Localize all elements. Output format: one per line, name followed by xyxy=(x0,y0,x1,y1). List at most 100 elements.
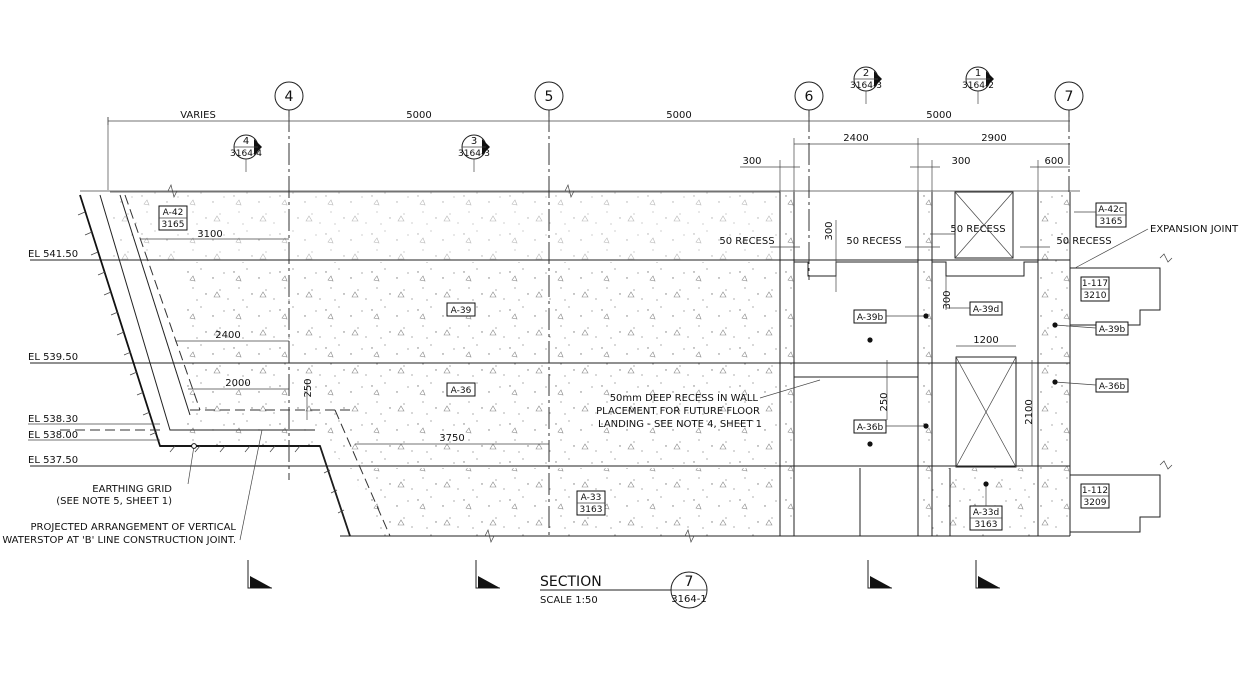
svg-text:3164-4: 3164-4 xyxy=(230,149,262,159)
detail-marker-1: 1 3164-2 xyxy=(962,66,994,104)
detail-marker-4: 4 3164-4 xyxy=(230,134,262,172)
grid-bubble-7: 7 xyxy=(1054,81,1084,111)
tag-a39d: A-39d xyxy=(946,301,1003,316)
section-scale: SCALE 1:50 xyxy=(540,595,598,606)
svg-text:1-112: 1-112 xyxy=(1082,486,1108,496)
elevation-538-00: EL 538.00 xyxy=(28,430,78,441)
svg-text:7: 7 xyxy=(1065,89,1074,105)
tag-a42c: A-42c 3165 xyxy=(1074,202,1127,228)
elevation-leaders xyxy=(28,423,160,441)
grid-bubble-5: 5 xyxy=(534,81,564,111)
concrete-zones xyxy=(110,192,1070,536)
opening-door-crossed xyxy=(955,356,1017,468)
elevation-538-30: EL 538.30 xyxy=(28,414,78,425)
waterstop-note: PROJECTED ARRANGEMENT OF VERTICAL WATERS… xyxy=(2,429,263,546)
opening-top-crossed xyxy=(954,191,1014,259)
svg-text:3210: 3210 xyxy=(1084,291,1107,301)
recess-label-3: 50 RECESS xyxy=(950,224,1005,235)
svg-text:WATERSTOP AT 'B' LINE CONSTRUC: WATERSTOP AT 'B' LINE CONSTRUCTION JOINT… xyxy=(2,535,236,546)
svg-text:(SEE NOTE 5, SHEET 1): (SEE NOTE 5, SHEET 1) xyxy=(56,496,172,507)
svg-text:EXPANSION JOINT: EXPANSION JOINT xyxy=(1150,224,1239,235)
section-number: 7 xyxy=(685,574,694,590)
svg-text:3164-3: 3164-3 xyxy=(458,149,490,159)
svg-text:A-36b: A-36b xyxy=(857,423,884,433)
tag-a33d: A-33d 3163 xyxy=(969,481,1003,531)
dim-300-v: 300 xyxy=(824,221,835,240)
svg-text:3209: 3209 xyxy=(1084,498,1107,508)
dim-varies: VARIES xyxy=(180,110,216,121)
dim-2400-top: 2400 xyxy=(843,133,868,144)
svg-text:PROJECTED ARRANGEMENT OF VERTI: PROJECTED ARRANGEMENT OF VERTICAL xyxy=(31,522,237,533)
recess-note: 50mm DEEP RECESS IN WALL PLACEMENT FOR F… xyxy=(596,379,821,430)
dim-5000-a: 5000 xyxy=(406,110,431,121)
svg-text:LANDING - SEE NOTE 4, SHEET 1: LANDING - SEE NOTE 4, SHEET 1 xyxy=(598,419,762,430)
dim-2900: 2900 xyxy=(981,133,1006,144)
recess-label-4: 50 RECESS xyxy=(1056,236,1111,247)
svg-text:5: 5 xyxy=(545,89,554,105)
recess-label-2: 50 RECESS xyxy=(846,236,901,247)
dim-5000-b: 5000 xyxy=(666,110,691,121)
svg-text:EARTHING GRID: EARTHING GRID xyxy=(92,484,172,495)
elevation-537-50: EL 537.50 xyxy=(28,455,78,466)
svg-text:A-39d: A-39d xyxy=(973,305,999,315)
svg-text:A-39: A-39 xyxy=(451,306,472,316)
interior-dims xyxy=(140,220,1033,466)
grid-bubble-4: 4 xyxy=(274,81,304,111)
dim-3100: 3100 xyxy=(197,229,222,240)
dim-300-b: 300 xyxy=(951,156,970,167)
tag-a33: A-33 3163 xyxy=(576,490,606,516)
svg-text:1: 1 xyxy=(975,68,981,79)
tag-a36: A-36 xyxy=(446,382,476,397)
svg-text:A-39b: A-39b xyxy=(857,313,884,323)
svg-text:3164-2: 3164-2 xyxy=(962,81,994,91)
svg-text:3165: 3165 xyxy=(162,220,185,230)
svg-text:A-42c: A-42c xyxy=(1098,205,1124,215)
tag-a39b-right: A-39b xyxy=(1052,321,1129,336)
section-title: SECTION SCALE 1:50 7 3164-1 xyxy=(540,571,708,609)
dim-2100: 2100 xyxy=(1024,399,1035,424)
dim-5000-c: 5000 xyxy=(926,110,951,121)
tag-a39: A-39 xyxy=(446,302,476,317)
recess-label-1: 50 RECESS xyxy=(719,236,774,247)
svg-text:1-117: 1-117 xyxy=(1082,279,1108,289)
svg-text:50mm DEEP RECESS IN WALL: 50mm DEEP RECESS IN WALL xyxy=(610,393,759,404)
dim-250-b: 250 xyxy=(879,392,890,411)
section-title-text: SECTION xyxy=(540,574,602,590)
dim-300-v2: 300 xyxy=(942,290,953,309)
earthing-note: EARTHING GRID (SEE NOTE 5, SHEET 1) xyxy=(56,443,197,507)
elevation-541-50: EL 541.50 xyxy=(28,249,78,260)
svg-text:3163: 3163 xyxy=(975,520,998,530)
svg-text:3163: 3163 xyxy=(580,505,603,515)
tag-a42: A-42 3165 xyxy=(158,205,188,231)
svg-text:2: 2 xyxy=(863,68,869,79)
expansion-joint-note: EXPANSION JOINT xyxy=(1074,224,1239,269)
dim-2400: 2400 xyxy=(215,330,240,341)
dim-2000: 2000 xyxy=(225,378,250,389)
section-cut-markers xyxy=(247,560,1000,589)
detail-marker-3: 3 3164-3 xyxy=(458,134,490,172)
tag-a39b-left: A-39b xyxy=(853,309,929,343)
svg-text:A-36b: A-36b xyxy=(1099,382,1126,392)
svg-text:3165: 3165 xyxy=(1100,217,1123,227)
svg-text:3: 3 xyxy=(471,136,477,147)
dim-1200: 1200 xyxy=(973,335,998,346)
dim-3750: 3750 xyxy=(439,433,464,444)
section-ref: 3164-1 xyxy=(671,594,706,605)
svg-text:4: 4 xyxy=(285,89,294,105)
svg-text:A-42: A-42 xyxy=(163,208,184,218)
svg-text:6: 6 xyxy=(805,89,814,105)
svg-text:A-36: A-36 xyxy=(451,386,472,396)
elevation-539-50: EL 539.50 xyxy=(28,352,78,363)
svg-text:A-33d: A-33d xyxy=(973,508,999,518)
tag-1-117: 1-117 3210 xyxy=(1080,276,1110,302)
section-outline xyxy=(30,183,1173,544)
dim-600: 600 xyxy=(1044,156,1063,167)
recess-dims xyxy=(770,233,1050,248)
svg-text:A-39b: A-39b xyxy=(1099,325,1126,335)
svg-text:A-33: A-33 xyxy=(581,493,602,503)
svg-text:PLACEMENT FOR FUTURE FLOOR: PLACEMENT FOR FUTURE FLOOR xyxy=(596,406,760,417)
dimension-strings xyxy=(107,117,1070,192)
svg-text:4: 4 xyxy=(243,136,249,147)
dim-250-a: 250 xyxy=(303,378,314,397)
